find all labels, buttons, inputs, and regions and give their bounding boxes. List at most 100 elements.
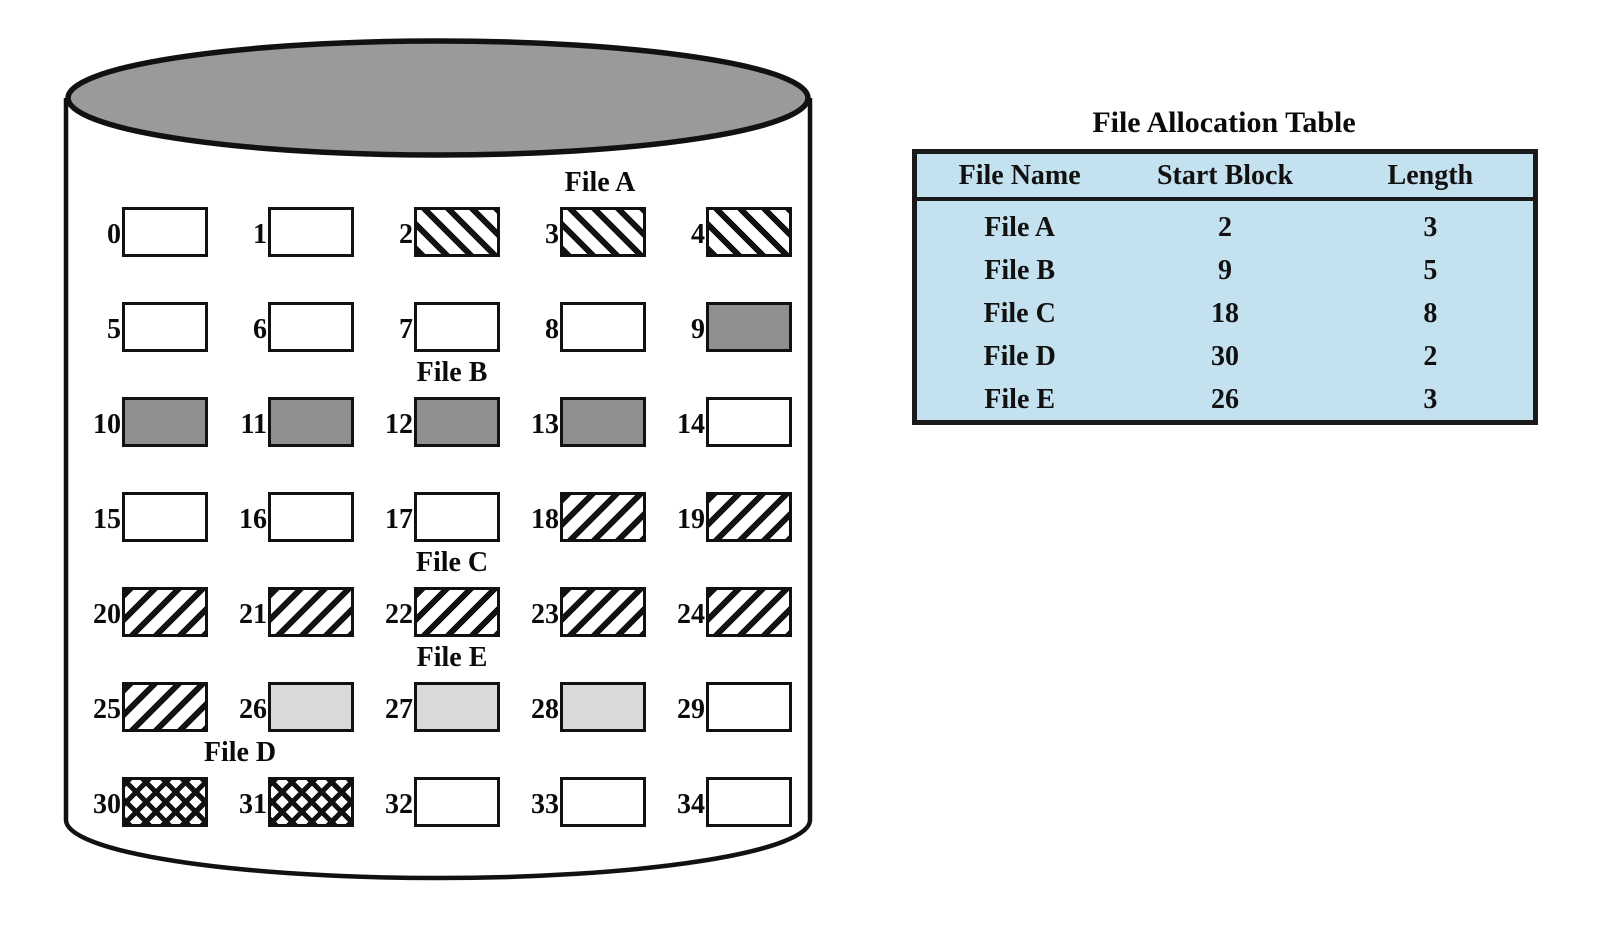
table-row: File B 9 5	[917, 249, 1533, 292]
fat-cell-length: 3	[1423, 383, 1438, 415]
disk-block: 9	[691, 302, 792, 352]
disk-block: 22	[385, 587, 500, 637]
file-label: File C	[415, 547, 489, 578]
disk-block: 16	[239, 492, 354, 542]
file-label: File B	[416, 357, 488, 388]
block-number: 23	[531, 599, 559, 630]
block-number: 15	[93, 504, 121, 535]
disk-block: 32	[385, 777, 500, 827]
table-row: File D 30 2	[917, 335, 1533, 378]
block-number: 9	[691, 314, 705, 345]
disk-block: 13	[531, 397, 646, 447]
block-number: 19	[677, 504, 705, 535]
fat-cell-start: 30	[1210, 340, 1239, 372]
disk-block: 1	[253, 207, 354, 257]
block-number: 17	[385, 504, 413, 535]
block-number: 4	[691, 219, 705, 250]
block-number: 22	[385, 599, 413, 630]
block-number: 8	[545, 314, 559, 345]
table-row: File C 18 8	[917, 292, 1533, 335]
disk-block: 4	[691, 207, 792, 257]
fat-cell-start: 18	[1210, 297, 1239, 329]
block-number: 6	[253, 314, 267, 345]
disk-block: 29	[677, 682, 792, 732]
fat-header-row: File Name Start Block Length	[917, 154, 1533, 197]
disk-block: 21	[239, 587, 354, 637]
block-number: 16	[239, 504, 267, 535]
disk-block: 33	[531, 777, 646, 827]
block-number: 3	[545, 219, 559, 250]
disk-block: 20	[93, 587, 208, 637]
fat-cell-length: 5	[1423, 254, 1438, 286]
fat-title: File Allocation Table	[1092, 106, 1356, 139]
block-number: 33	[531, 789, 559, 820]
fat-cell-start: 26	[1210, 383, 1239, 415]
disk-block: 11	[241, 397, 354, 447]
fat-col-file-name: File Name	[958, 159, 1081, 191]
block-number: 10	[93, 409, 121, 440]
file-allocation-table: File Name Start Block Length File A 2 3 …	[912, 149, 1538, 425]
block-number: 0	[107, 219, 121, 250]
disk-block: 18	[531, 492, 646, 542]
block-number: 31	[239, 789, 267, 820]
block-number: 25	[93, 694, 121, 725]
block-number: 12	[385, 409, 413, 440]
disk-block: 3	[545, 207, 646, 257]
file-label: File E	[416, 642, 488, 673]
block-number: 11	[240, 409, 267, 440]
block-number: 5	[107, 314, 121, 345]
fat-cell-start: 2	[1217, 211, 1232, 243]
fat-cell-name: File E	[984, 383, 1056, 415]
disk-block: 8	[545, 302, 646, 352]
disk-block: 14	[677, 397, 792, 447]
disk-block: 15	[93, 492, 208, 542]
file-label: File A	[564, 167, 636, 198]
disk-block: 12	[385, 397, 500, 447]
disk-block: 6	[253, 302, 354, 352]
fat-cell-start: 9	[1217, 254, 1232, 286]
file-label: File D	[203, 737, 277, 768]
fat-rows: File A 2 3 File B 9 5 File C 18 8 File D…	[917, 201, 1533, 421]
disk-block: 5	[107, 302, 208, 352]
block-number: 29	[677, 694, 705, 725]
fat-cell-name: File D	[983, 340, 1056, 372]
fat-cell-name: File C	[983, 297, 1056, 329]
disk-block: 2	[399, 207, 500, 257]
block-number: 13	[531, 409, 559, 440]
block-number: 20	[93, 599, 121, 630]
block-number: 2	[399, 219, 413, 250]
disk-block: 0	[107, 207, 208, 257]
fat-col-start-block: Start Block	[1156, 159, 1294, 191]
fat-cell-length: 2	[1423, 340, 1438, 372]
disk-block: 28	[531, 682, 646, 732]
disk-block: 17	[385, 492, 500, 542]
disk-block: 10	[93, 397, 208, 447]
table-row: File E 26 3	[917, 378, 1533, 421]
fat-header-separator	[917, 197, 1533, 201]
fat-col-length: Length	[1387, 159, 1474, 191]
disk-block: 23	[531, 587, 646, 637]
disk-block: 7	[399, 302, 500, 352]
block-number: 27	[385, 694, 413, 725]
disk-block: 25	[93, 682, 208, 732]
block-number: 1	[253, 219, 267, 250]
disk-block: 27	[385, 682, 500, 732]
fat-cell-name: File A	[984, 211, 1056, 243]
table-row: File A 2 3	[917, 206, 1533, 249]
block-number: 24	[677, 599, 705, 630]
block-number: 21	[239, 599, 267, 630]
disk-block: 31	[239, 777, 354, 827]
fat-cell-length: 3	[1423, 211, 1438, 243]
disk-cylinder-top	[65, 38, 811, 158]
block-number: 26	[239, 694, 267, 725]
block-number: 18	[531, 504, 559, 535]
disk-block: 19	[677, 492, 792, 542]
disk-block: 26	[239, 682, 354, 732]
block-number: 34	[677, 789, 705, 820]
block-number: 7	[399, 314, 413, 345]
disk-block: 30	[93, 777, 208, 827]
disk-block: 24	[677, 587, 792, 637]
disk-block: 34	[677, 777, 792, 827]
fat-cell-length: 8	[1423, 297, 1438, 329]
